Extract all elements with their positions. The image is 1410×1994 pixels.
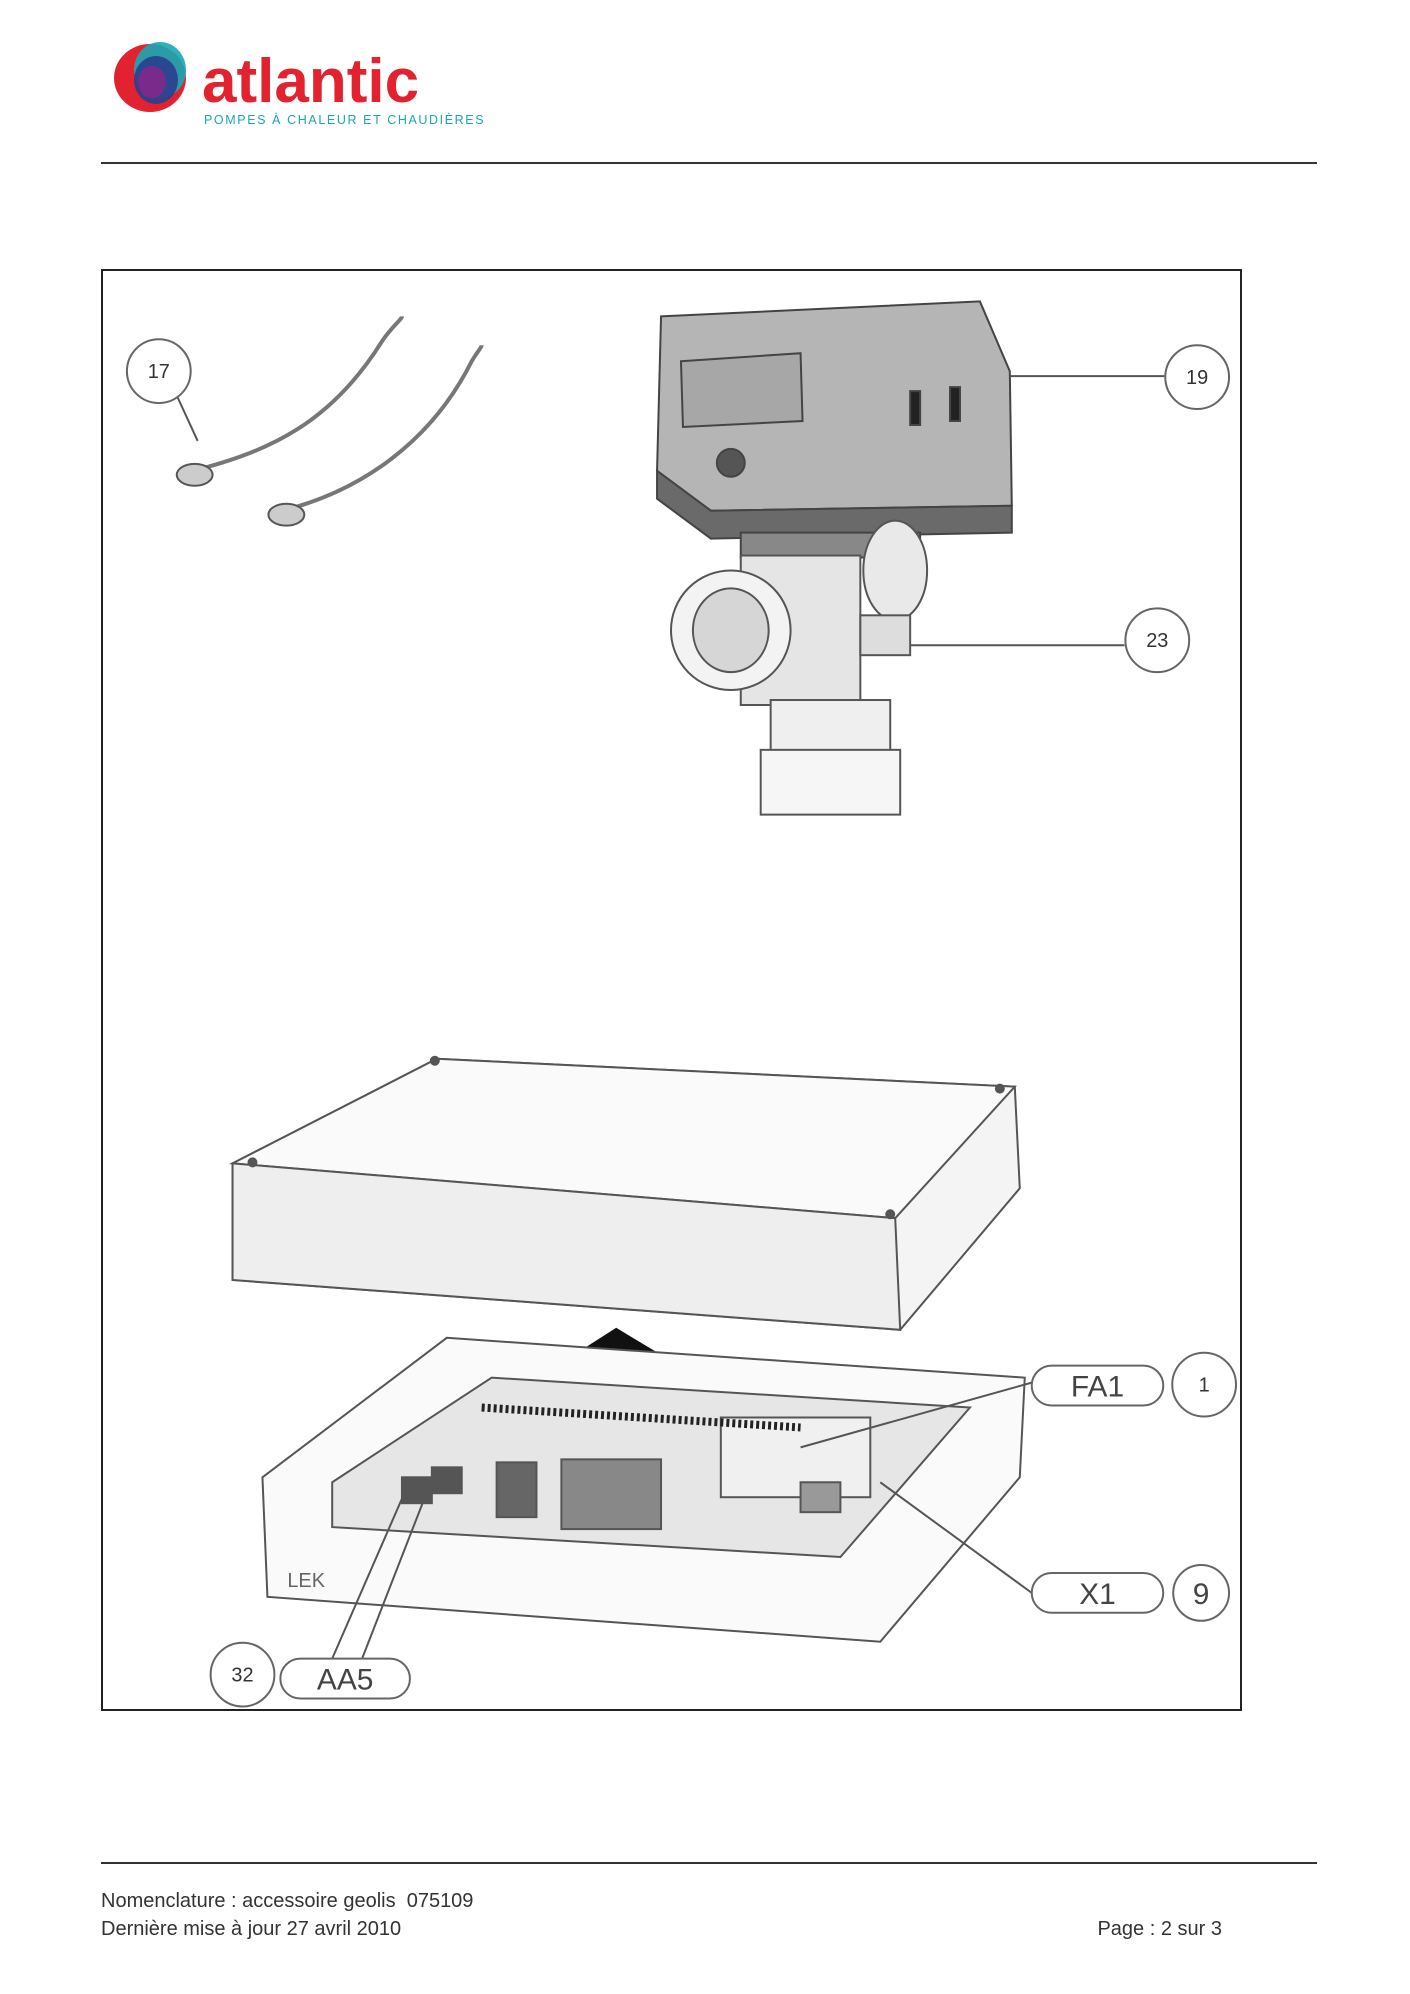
temperature-sensors-drawing xyxy=(175,315,484,527)
logo-mark-icon xyxy=(114,42,186,112)
tag-aa5: AA5 xyxy=(279,1657,411,1700)
footer-last-update: Dernière mise à jour 27 avril 2010 xyxy=(101,1918,402,1940)
tag-fa1: FA1 xyxy=(1030,1364,1165,1407)
callout-19: 19 xyxy=(1164,344,1231,411)
svg-text:9: 9 xyxy=(1193,1578,1210,1611)
lek-label: LEK xyxy=(287,1570,325,1592)
svg-text:17: 17 xyxy=(148,361,170,383)
svg-text:19: 19 xyxy=(1186,367,1208,389)
enclosure-base-drawing: LEK xyxy=(261,1336,1026,1643)
brand-tagline: POMPES À CHALEUR ET CHAUDIÈRES xyxy=(204,112,485,127)
enclosure-lid-drawing xyxy=(228,1055,1021,1331)
callout-32: 32 xyxy=(209,1641,276,1708)
exploded-view-figure: LEK 17 19 23 1 xyxy=(101,269,1242,1711)
svg-text:X1: X1 xyxy=(1079,1578,1116,1611)
brand-wordmark: atlantic xyxy=(202,47,419,116)
callout-1: 1 xyxy=(1171,1351,1238,1418)
callout-23: 23 xyxy=(1124,607,1191,674)
brand-logo: atlantic POMPES À CHALEUR ET CHAUDIÈRES xyxy=(112,36,492,132)
svg-text:FA1: FA1 xyxy=(1071,1371,1124,1404)
tag-x1: X1 xyxy=(1030,1571,1165,1614)
page-number: Page : 2 sur 3 xyxy=(1097,1918,1222,1940)
svg-text:1: 1 xyxy=(1199,1375,1210,1397)
svg-text:AA5: AA5 xyxy=(317,1664,373,1697)
three-way-valve-drawing xyxy=(670,519,929,816)
svg-text:32: 32 xyxy=(231,1665,253,1687)
valve-actuator-drawing xyxy=(656,300,1013,559)
leader-lines xyxy=(173,375,1165,1660)
svg-text:23: 23 xyxy=(1146,630,1168,652)
callout-9: 9 xyxy=(1172,1563,1231,1622)
footer-divider xyxy=(101,1862,1317,1864)
header-divider xyxy=(101,162,1317,164)
callout-17: 17 xyxy=(125,338,192,405)
footer-nomenclature: Nomenclature : accessoire geolis 075109 xyxy=(101,1890,474,1912)
